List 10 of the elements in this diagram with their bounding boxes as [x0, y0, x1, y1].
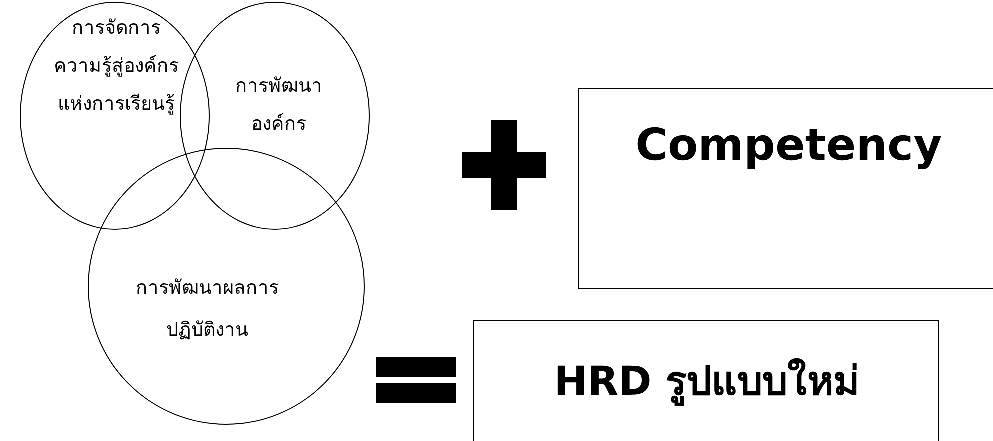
text-box	[578, 88, 993, 289]
venn-circle	[180, 2, 370, 230]
circle-text: การพัฒนาองค์กร	[234, 74, 324, 137]
circle-text: การพัฒนาผลการปฏิบัติงาน	[135, 276, 280, 343]
venn-circle	[88, 148, 365, 425]
text-box	[473, 320, 939, 441]
venn-circle	[20, 2, 210, 230]
box-title: Competency	[634, 121, 944, 171]
box-title: HRD รูปแบบใหม่	[553, 357, 861, 407]
circle-text: การจัดการความรู้สู่องค์กรแห่งการเรียนรู้	[54, 16, 179, 117]
